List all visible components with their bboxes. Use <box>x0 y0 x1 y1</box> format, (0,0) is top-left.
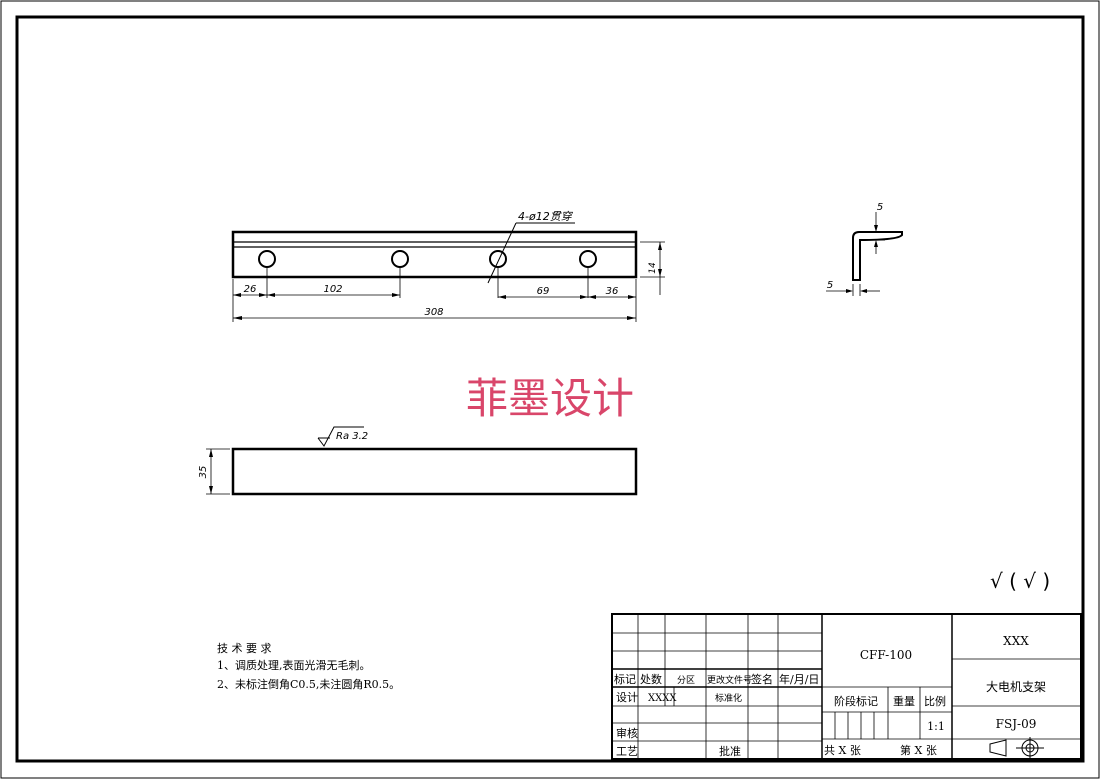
front-view-arrows <box>233 242 662 320</box>
row-approve-label: 批准 <box>719 744 741 758</box>
designer: XXXX <box>648 693 677 704</box>
material: CFF-100 <box>860 648 912 662</box>
side-view <box>826 212 903 296</box>
general-roughness-symbol: √ ( √ ) <box>990 569 1050 593</box>
watermark: 菲墨设计 <box>466 374 634 423</box>
dim-side-left: 5 <box>827 280 833 291</box>
tech-req-heading: 技 术 要 求 <box>217 642 272 655</box>
company: XXX <box>1003 634 1029 648</box>
dim-26: 26 <box>244 284 257 295</box>
hdr-zone: 分区 <box>677 675 695 686</box>
projection-symbol <box>989 737 1044 759</box>
part-name: 大电机支架 <box>986 680 1046 694</box>
row-design-label: 设计 <box>616 691 638 704</box>
dim-14: 14 <box>648 262 658 274</box>
dim-69: 69 <box>537 286 550 297</box>
title-block-text: 标记 处数 分区 更改文件号 签名 年/月/日 设计 XXXX 标准化 审核 工… <box>614 634 1046 758</box>
hdr-count: 处数 <box>640 673 662 686</box>
bottom-view-arrows <box>209 449 213 494</box>
hole-2 <box>391 250 409 268</box>
hole-1 <box>258 250 276 268</box>
dim-102: 102 <box>323 284 342 295</box>
hole-4 <box>579 250 597 268</box>
hdr-mark: 标记 <box>614 672 636 686</box>
stage-mark-label: 阶段标记 <box>834 694 878 708</box>
dim-side-top: 5 <box>877 202 883 213</box>
row-review-label: 审核 <box>616 726 638 740</box>
tech-req-item-1: 1、调质处理,表面光滑无毛刺。 <box>217 658 371 672</box>
tech-req-item-2: 2、未标注倒角C0.5,未注圆角R0.5。 <box>217 677 400 691</box>
scale: 1:1 <box>927 720 945 733</box>
title-block <box>611 613 1082 760</box>
hdr-change-doc: 更改文件号 <box>707 674 752 686</box>
weight-label: 重量 <box>893 694 915 708</box>
hole-3 <box>489 250 507 268</box>
row-standard-label: 标准化 <box>715 692 742 704</box>
drawing-no: FSJ-09 <box>996 717 1037 731</box>
bottom-view <box>206 426 638 496</box>
hole-callout: 4-ø12贯穿 <box>518 210 574 223</box>
roughness-label: Ra 3.2 <box>336 431 368 442</box>
sheets-total: 共 X 张 <box>824 744 861 757</box>
front-view <box>231 222 665 322</box>
dim-36: 36 <box>606 286 619 297</box>
dim-308: 308 <box>424 307 443 318</box>
sheet-no: 第 X 张 <box>900 743 937 757</box>
hdr-date: 年/月/日 <box>779 672 819 686</box>
hdr-sign: 签名 <box>751 672 773 686</box>
dim-35: 35 <box>198 466 209 479</box>
row-process-label: 工艺 <box>616 745 638 758</box>
inner-frame <box>15 15 1085 763</box>
ratio-label: 比例 <box>924 694 946 708</box>
